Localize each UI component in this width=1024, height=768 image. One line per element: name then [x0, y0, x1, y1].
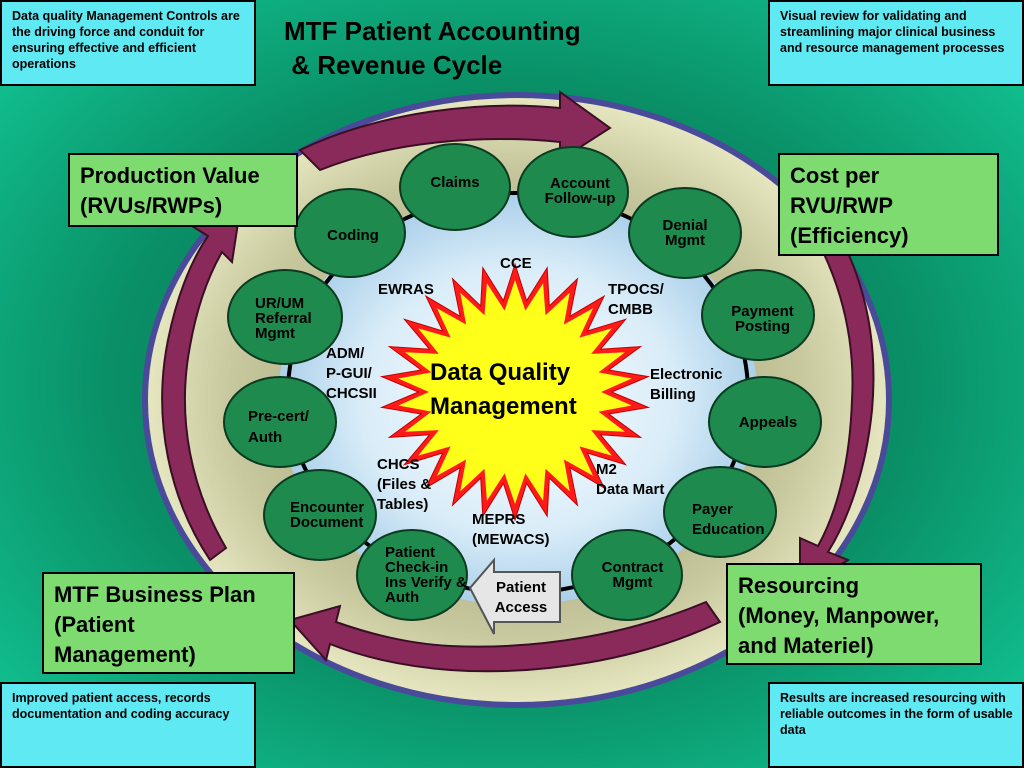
node-label-account-followup: Account Follow-up [544, 175, 616, 207]
node-label-precert: Pre-cert/ Auth [248, 408, 309, 446]
note-bottom-left: Improved patient access, records documen… [0, 682, 256, 768]
center-data-quality-management: Data Quality Management [430, 359, 577, 420]
system-tpocs: TPOCS/ CMBB [608, 281, 664, 318]
cycle-arrow-top [298, 90, 612, 172]
note-top-left: Data quality Management Controls are the… [0, 0, 256, 86]
patient-access-arrow [468, 557, 561, 635]
patient-access-label: Patient Access [494, 579, 548, 616]
node-label-payer-education: Payer Education [692, 501, 765, 538]
node-label-denial-mgmt: Denial Mgmt [662, 217, 708, 249]
starburst-inner [398, 280, 632, 504]
quadrant-cost-per-rvu: Cost per RVU/RWP (Efficiency) [778, 153, 999, 256]
node-claims [399, 143, 511, 231]
note-top-right: Visual review for validating and streaml… [768, 0, 1024, 86]
system-ewras: EWRAS [378, 281, 434, 298]
node-account-followup [517, 146, 629, 238]
system-adm: ADM/ P-GUI/ CHCSII [326, 345, 377, 402]
node-label-patient-checkin: Patient Check-in Ins Verify & Auth [385, 544, 467, 606]
ring-nodes [223, 143, 822, 621]
node-appeals [708, 376, 822, 468]
node-encounter [263, 469, 377, 561]
page-title-line2: & Revenue Cycle [284, 50, 503, 80]
node-label-payment-posting: Payment Posting [731, 303, 794, 335]
node-label-contract-mgmt: Contract Mgmt [601, 559, 664, 591]
system-chcs: CHCS (Files & Tables) [377, 456, 432, 513]
system-electronic-billing: Electronic Billing [650, 366, 723, 403]
quadrant-production-value: Production Value (RVUs/RWPs) [68, 153, 298, 227]
node-payment-posting [701, 269, 815, 361]
page-title-line1: MTF Patient Accounting [284, 16, 581, 46]
node-label-ur-um: UR/UM Referral Mgmt [255, 295, 312, 342]
node-denial-mgmt [628, 187, 742, 279]
node-contract-mgmt [571, 529, 683, 621]
node-ur-um [227, 269, 343, 365]
node-label-encounter: Encounter Document [290, 499, 365, 531]
system-m2: M2 Data Mart [596, 461, 665, 498]
node-label-appeals: Appeals [738, 414, 798, 431]
node-patient-checkin [356, 529, 468, 621]
node-coding [294, 188, 406, 278]
note-bottom-right: Results are increased resourcing with re… [768, 682, 1024, 768]
node-label-claims: Claims [430, 174, 480, 191]
node-payer-education [663, 466, 777, 558]
system-cce: CCE [500, 255, 532, 272]
system-meprs: MEPRS (MEWACS) [472, 511, 550, 548]
quadrant-resourcing: Resourcing (Money, Manpower, and Materie… [726, 563, 982, 665]
quadrant-business-plan: MTF Business Plan (Patient Management) [42, 572, 295, 674]
node-label-coding: Coding [327, 227, 379, 244]
node-precert [223, 376, 337, 468]
